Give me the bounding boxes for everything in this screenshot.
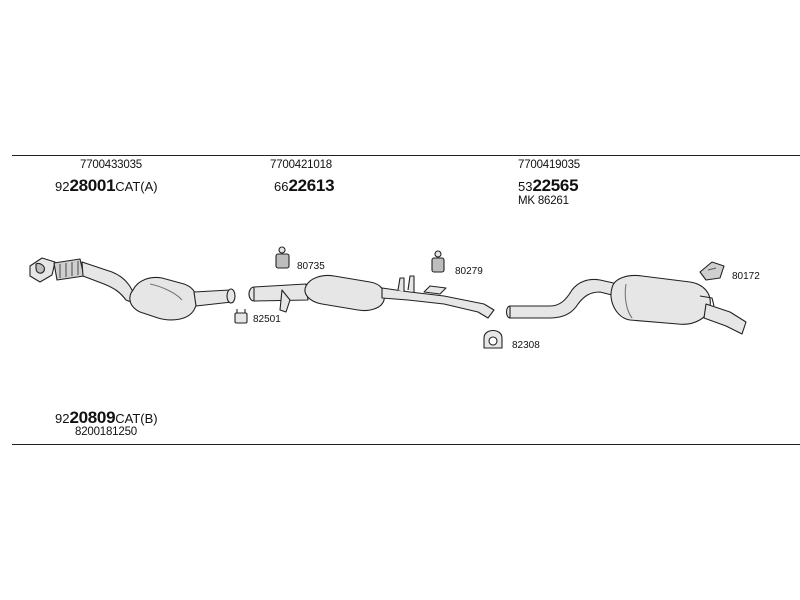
part-code-2: 22613 xyxy=(288,176,335,195)
rubber-hanger-80172 xyxy=(699,261,725,281)
part-number-bottom: 9220809CAT(B) xyxy=(55,409,158,426)
part-label-82308: 82308 xyxy=(512,340,540,351)
part-label-80279: 80279 xyxy=(455,266,483,277)
flex-joint xyxy=(53,258,85,281)
part-code-bottom: 20809 xyxy=(69,408,116,427)
middle-pipe-bracket xyxy=(279,289,291,313)
middle-outlet-pipe xyxy=(381,287,495,319)
tail-pipe xyxy=(703,303,747,335)
part-prefix-1: 92 xyxy=(55,179,70,194)
part-code-3: 22565 xyxy=(532,176,579,195)
rear-silencer-hook xyxy=(699,295,715,307)
oe-number-bottom: 8200181250 xyxy=(75,426,137,438)
middle-silencer-body xyxy=(304,274,386,312)
part-number-3: 5322565 xyxy=(518,176,579,195)
part-label-82501: 82501 xyxy=(253,314,281,325)
catalyst-outlet-pipe xyxy=(193,289,233,307)
mounting-kit-number: MK 86261 xyxy=(518,195,569,207)
catalyst-outlet-end xyxy=(226,288,236,304)
part-code-1: 28001 xyxy=(69,176,116,195)
rear-silencer-assembly xyxy=(505,274,747,335)
oe-number-2: 7700421018 xyxy=(270,159,332,171)
part-suffix-1: CAT(A) xyxy=(115,179,158,194)
catalytic-converter-assembly xyxy=(29,257,236,321)
clamp-82501 xyxy=(234,309,248,324)
middle-pipe-heatshield xyxy=(423,285,447,295)
part-suffix-bottom: CAT(B) xyxy=(115,411,158,426)
rubber-hanger-80735 xyxy=(275,246,290,269)
rubber-hanger-80279 xyxy=(431,250,445,273)
catalyst-body xyxy=(129,276,198,321)
part-number-2: 6622613 xyxy=(274,176,335,195)
part-prefix-3: 53 xyxy=(518,179,533,194)
part-label-80172: 80172 xyxy=(732,271,760,282)
clamp-82308 xyxy=(483,329,503,349)
oe-number-3: 7700419035 xyxy=(518,159,580,171)
rear-silencer-shading-line xyxy=(624,283,633,319)
middle-inlet-pipe xyxy=(253,283,309,302)
rear-inlet-pipe xyxy=(509,278,619,319)
bottom-divider-line xyxy=(12,444,800,445)
flex-joint-ribs xyxy=(59,261,79,278)
middle-pipe-hook xyxy=(397,275,415,292)
oe-number-1: 7700433035 xyxy=(80,159,142,171)
middle-silencer-assembly xyxy=(248,274,495,319)
part-prefix-2: 66 xyxy=(274,179,289,194)
part-prefix-bottom: 92 xyxy=(55,411,70,426)
part-number-1: 9228001CAT(A) xyxy=(55,177,158,194)
catalyst-shading-line xyxy=(149,283,183,301)
part-label-80735: 80735 xyxy=(297,261,325,272)
top-divider-line xyxy=(12,155,800,156)
flange-hole xyxy=(35,262,45,274)
